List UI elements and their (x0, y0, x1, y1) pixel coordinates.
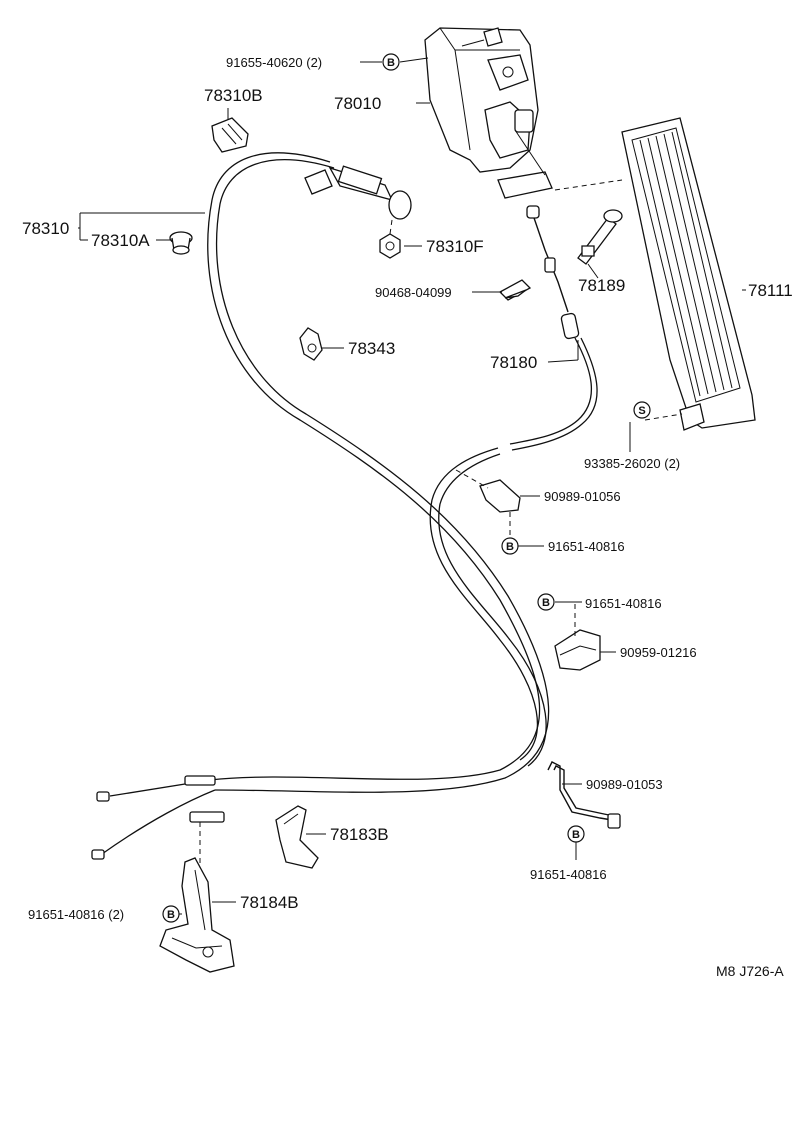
label-90989-01053: 90989-01053 (586, 777, 663, 792)
label-91651-40816: 91651-40816 (530, 867, 607, 882)
label-78310B: 78310B (204, 86, 263, 105)
label-78183B: 78183B (330, 825, 389, 844)
bolt-symbol: B (382, 53, 400, 71)
svg-text:B: B (387, 57, 395, 69)
grommet-78310A (169, 231, 193, 255)
label-78010: 78010 (334, 94, 381, 113)
bracket-78183B (275, 805, 319, 869)
pedal-link-78180 (429, 205, 598, 767)
label-91651-40816: 91651-40816 (548, 539, 625, 554)
bolt-symbol: B (567, 825, 585, 843)
bracket-78184B (159, 822, 235, 973)
diagram-code: M8 J726-A (716, 963, 784, 979)
label-90989-01056: 90989-01056 (544, 489, 621, 504)
label-90959-01216: 90959-01216 (620, 645, 697, 660)
bolt-symbol: B (501, 537, 519, 555)
label-78343: 78343 (348, 339, 395, 358)
leader-lines (78, 57, 746, 915)
bolt-symbol: B (537, 593, 555, 611)
label-93385-26020: 93385-26020 (2) (584, 456, 680, 471)
throttle-cable-78310 (91, 152, 550, 860)
bracket-78010 (424, 27, 553, 199)
svg-text:B: B (572, 829, 580, 841)
bolt-symbol: B (162, 905, 180, 923)
bracket-90959-01216 (554, 604, 601, 671)
bracket-90989-01053 (547, 761, 621, 860)
svg-text:B: B (506, 541, 514, 553)
label-91655-40620: 91655-40620 (2) (226, 55, 322, 70)
label-78310F: 78310F (426, 237, 484, 256)
label-78189: 78189 (578, 276, 625, 295)
screw-symbol: S (633, 401, 651, 419)
svg-text:B: B (167, 909, 175, 921)
pedal-78111 (554, 117, 756, 431)
svg-text:S: S (638, 405, 645, 417)
clamp-90989-01056 (455, 469, 521, 538)
label-91651-40816: 91651-40816 (585, 596, 662, 611)
label-78310: 78310 (22, 219, 69, 238)
label-78310A: 78310A (91, 231, 150, 250)
svg-text:B: B (542, 597, 550, 609)
cable-adjuster (304, 165, 412, 220)
label-78111: 78111 (748, 281, 793, 300)
stopper-78189 (577, 209, 623, 265)
label-90468-04099: 90468-04099 (375, 285, 452, 300)
nut-78310F (379, 219, 401, 259)
label-78180: 78180 (490, 353, 537, 372)
clip-78310B (211, 117, 249, 153)
clip-90468-04099 (498, 279, 532, 301)
label-91651-40816-2: 91651-40816 (2) (28, 907, 124, 922)
label-78184B: 78184B (240, 893, 299, 912)
clamp-78343 (299, 327, 323, 361)
